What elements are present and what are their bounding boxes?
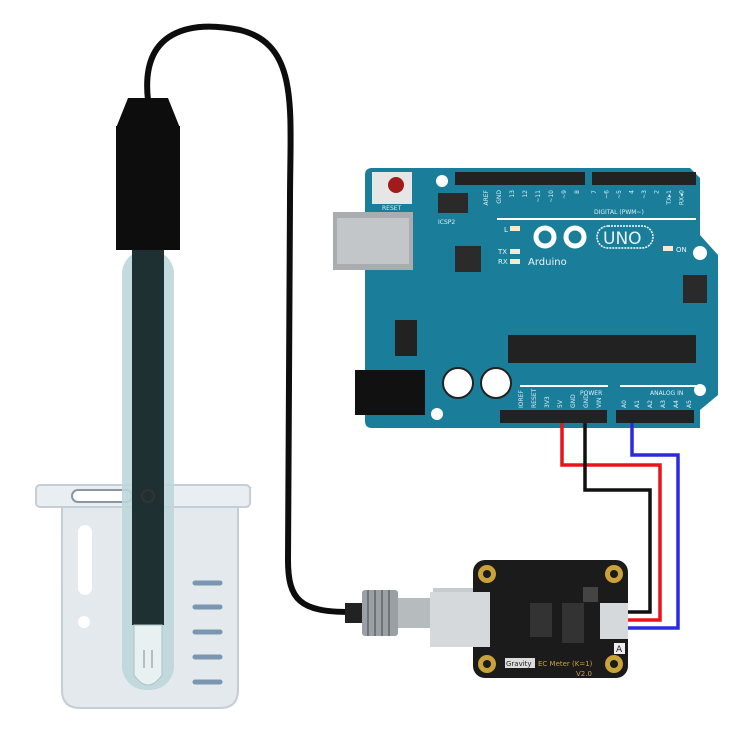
reset-label: RESET <box>382 205 402 212</box>
pin-label: A2 <box>647 400 654 408</box>
pin-label: GND <box>496 190 503 204</box>
pin-label: GND <box>583 394 590 408</box>
pin-label: ~9 <box>561 190 568 199</box>
pin-label: ~3 <box>641 190 648 199</box>
pin-label: VIN <box>596 398 603 408</box>
analog-header <box>616 410 694 423</box>
pin-label: 7 <box>591 190 598 194</box>
on-label: ON <box>676 246 687 254</box>
arduino-logo-icon <box>533 225 587 249</box>
probe-cable <box>144 23 351 615</box>
wire-gnd-black <box>583 423 652 614</box>
pin-label: AREF <box>483 189 490 205</box>
led-rx-label: RX <box>498 258 508 266</box>
power-jack <box>355 370 425 415</box>
pin-label: 5V <box>557 399 564 408</box>
led-l-label: L <box>504 226 508 234</box>
version-label: V2.0 <box>576 670 592 678</box>
pin-label: ~5 <box>616 190 623 199</box>
ec-probe <box>116 98 180 690</box>
pin-label: A4 <box>673 400 680 408</box>
model-label: UNO <box>603 229 642 249</box>
arduino-logo-text: Arduino <box>528 257 567 268</box>
icsp2-label: ICSP2 <box>438 219 455 226</box>
pin-label: A1 <box>634 400 641 408</box>
analog-label: ANALOG IN <box>650 390 683 397</box>
pin-label: 4 <box>629 190 636 194</box>
pin-label: A0 <box>621 400 628 408</box>
pin-label: 2 <box>654 190 661 194</box>
reset-button[interactable] <box>388 177 404 193</box>
pin-label: GND <box>570 394 577 408</box>
pin-label: RESET <box>531 388 538 408</box>
ec-meter-board: A Gravity EC Meter (K=1) V2.0 <box>430 560 628 678</box>
pin-label: RX◂0 <box>679 190 686 205</box>
arduino-uno-board: RESET ICSP2 DIGITAL (PWM~) L TX RX Ardui… <box>333 168 718 428</box>
digital-label: DIGITAL (PWM~) <box>594 209 644 216</box>
pin-label: 12 <box>522 190 529 198</box>
power-header <box>500 410 607 423</box>
beaker-graduations <box>192 580 223 685</box>
power-label: POWER <box>580 390 602 397</box>
pin-label: ~6 <box>604 190 611 199</box>
wire-5v-red <box>560 423 662 622</box>
pin-label: 8 <box>574 190 581 194</box>
pin-label: A3 <box>660 400 667 408</box>
pin-label: ~10 <box>548 190 555 203</box>
brand-label: Gravity <box>506 660 532 668</box>
pin-label: ~11 <box>535 190 542 203</box>
pin-label: 3V3 <box>544 396 551 408</box>
digital-header <box>455 172 585 185</box>
board-name-label: EC Meter (K=1) <box>538 660 593 668</box>
microcontroller-chip <box>508 335 696 363</box>
pin-label: IOREF <box>518 390 525 408</box>
pin-label: 13 <box>509 190 516 198</box>
led-tx-label: TX <box>497 248 507 256</box>
connector-mark: A <box>616 645 623 655</box>
pin-label: A5 <box>686 400 693 408</box>
pin-label: TX▸1 <box>666 190 673 206</box>
wire-a0-blue <box>625 423 680 630</box>
